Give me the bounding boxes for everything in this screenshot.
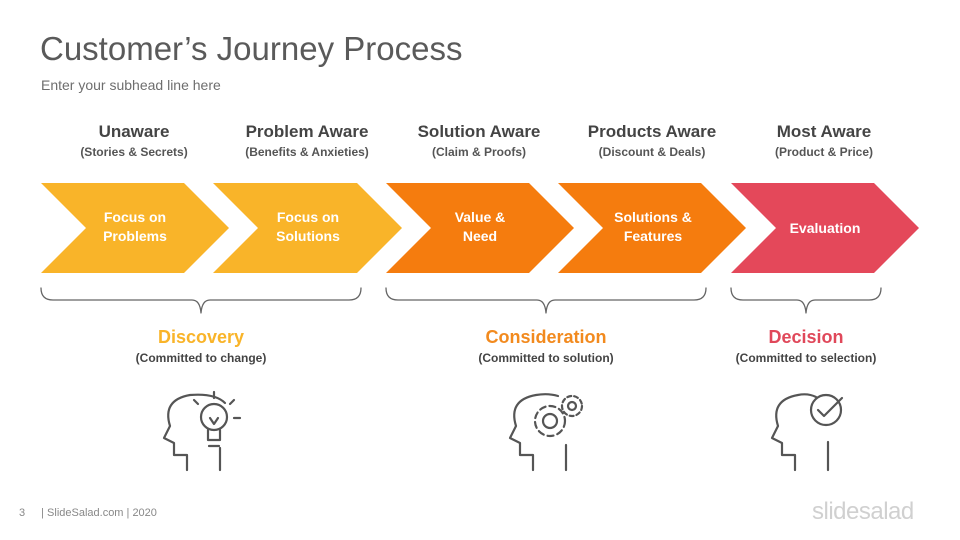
- step-label-line: Value &: [454, 209, 506, 225]
- stage-title: Most Aware: [776, 122, 872, 141]
- stage-heading-problem-aware: Problem Aware (Benefits & Anxieties): [222, 122, 392, 159]
- brace-discovery: [40, 287, 362, 314]
- stage-heading-most-aware: Most Aware (Product & Price): [739, 122, 909, 159]
- head-checkmark-icon: [770, 393, 844, 472]
- group-subtitle: (Committed to solution): [478, 351, 614, 365]
- chevron-step-5: [731, 183, 919, 273]
- step-label-line: Features: [623, 228, 683, 244]
- step-label-1: Focus on Problems: [65, 208, 205, 246]
- stage-title: Problem Aware: [245, 122, 369, 141]
- step-label-2: Focus on Solutions: [238, 208, 378, 246]
- footer-credit: | SlideSalad.com | 2020: [41, 507, 157, 519]
- step-label-4: Solutions & Features: [583, 208, 723, 246]
- chevron-step-2: [213, 183, 402, 273]
- group-decision: Decision (Committed to selection): [686, 327, 926, 365]
- chevron-step-1: [41, 183, 229, 273]
- group-subtitle: (Committed to selection): [735, 351, 877, 365]
- group-consideration: Consideration (Committed to solution): [426, 327, 666, 365]
- step-label-line: Solutions &: [614, 209, 692, 225]
- stage-title: Unaware: [98, 122, 170, 141]
- stage-heading-unaware: Unaware (Stories & Secrets): [49, 122, 219, 159]
- head-lightbulb-icon: [162, 390, 242, 472]
- step-label-line: Focus on: [276, 209, 340, 225]
- group-title: Decision: [768, 327, 844, 347]
- step-label-5: Evaluation: [755, 219, 895, 238]
- stage-subtitle: (Benefits & Anxieties): [245, 145, 369, 159]
- page-subtitle: Enter your subhead line here: [41, 77, 221, 93]
- chevron-step-3: [386, 183, 574, 273]
- brace-decision: [730, 287, 882, 314]
- brand-logo: slidesalad: [812, 498, 914, 525]
- brace-consideration: [385, 287, 707, 314]
- step-label-line: Need: [462, 228, 498, 244]
- step-label-line: Evaluation: [789, 220, 861, 236]
- stage-subtitle: (Product & Price): [774, 145, 873, 159]
- page-number: 3: [19, 507, 26, 519]
- group-discovery: Discovery (Committed to change): [81, 327, 321, 365]
- page-title: Customer’s Journey Process: [40, 30, 463, 67]
- step-label-3: Value & Need: [410, 208, 550, 246]
- step-label-line: Problems: [103, 228, 167, 244]
- group-title: Consideration: [485, 327, 607, 347]
- stage-heading-solution-aware: Solution Aware (Claim & Proofs): [394, 122, 564, 159]
- group-title: Discovery: [157, 327, 245, 347]
- stage-subtitle: (Discount & Deals): [598, 145, 706, 159]
- group-subtitle: (Committed to change): [135, 351, 267, 365]
- stage-subtitle: (Stories & Secrets): [80, 145, 188, 159]
- stage-title: Products Aware: [587, 122, 717, 141]
- stage-title: Solution Aware: [417, 122, 541, 141]
- stage-heading-products-aware: Products Aware (Discount & Deals): [567, 122, 737, 159]
- footer: 3 | SlideSalad.com | 2020: [19, 507, 157, 519]
- step-label-line: Focus on: [103, 209, 167, 225]
- head-gear-icon: [508, 393, 584, 472]
- chevron-step-4: [558, 183, 746, 273]
- stage-subtitle: (Claim & Proofs): [431, 145, 526, 159]
- step-label-line: Solutions: [276, 228, 340, 244]
